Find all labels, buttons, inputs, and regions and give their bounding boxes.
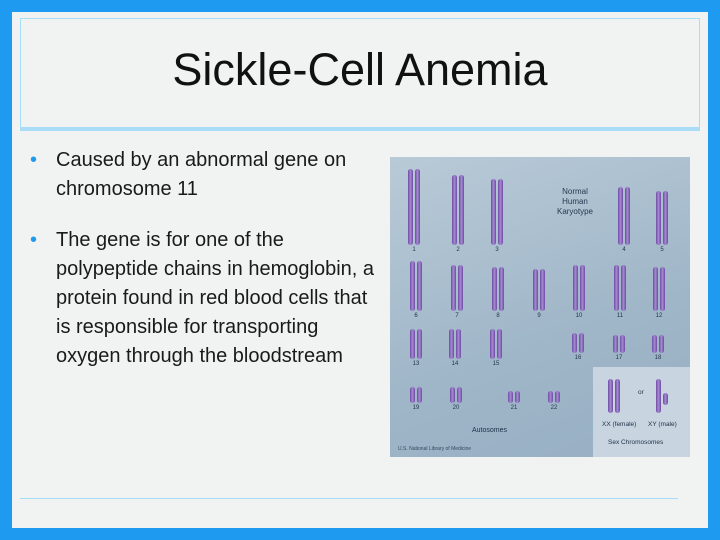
sex-chromosome: [663, 393, 668, 405]
chromosome: [491, 179, 496, 245]
chromosome: [614, 265, 619, 311]
chromosome: [458, 265, 463, 311]
chromosome: [573, 265, 578, 311]
chromosome-number: 3: [495, 247, 499, 253]
title-band: [20, 18, 700, 128]
chromosome-number: 22: [550, 405, 558, 411]
xx-label: XX (female): [602, 421, 637, 428]
chromosome: [456, 329, 461, 359]
bullet-text: Caused by an abnormal gene on chromosome…: [56, 149, 347, 200]
chromosome: [451, 265, 456, 311]
chromosome: [620, 335, 625, 353]
chromosome: [621, 265, 626, 311]
sex-chromosome: [656, 379, 661, 413]
chromosome-number: 6: [414, 313, 418, 319]
bottom-divider: [20, 498, 678, 499]
karyotype-title-line: Normal: [562, 187, 588, 196]
chromosome: [652, 335, 657, 353]
chromosome: [515, 391, 520, 403]
chromosome: [548, 391, 553, 403]
karyotype-title: Normal Human Karyotype: [540, 187, 610, 217]
chromosome: [410, 329, 415, 359]
chromosome: [417, 387, 422, 403]
chromosome: [417, 261, 422, 311]
karyotype-title-line: Human: [562, 197, 588, 206]
xy-label: XY (male): [648, 421, 677, 428]
chromosome-number: 15: [492, 361, 500, 367]
chromosome-number: 17: [615, 355, 623, 361]
chromosome: [659, 335, 664, 353]
sex-chromosome: [615, 379, 620, 413]
sex-chromosome: [608, 379, 613, 413]
chromosome: [508, 391, 513, 403]
chromosome: [415, 169, 420, 245]
sex-chromosomes-label: Sex Chromosomes: [608, 439, 664, 446]
chromosome: [498, 179, 503, 245]
bullet-item: • The gene is for one of the polypeptide…: [30, 226, 382, 371]
chromosome: [449, 329, 454, 359]
chromosome-number: 7: [455, 313, 459, 319]
chromosome-number: 10: [575, 313, 583, 319]
title-divider: [20, 127, 700, 131]
autosomes-label: Autosomes: [472, 427, 508, 434]
chromosome: [410, 387, 415, 403]
chromosome: [408, 169, 413, 245]
bullet-dot-icon: •: [30, 229, 38, 251]
chromosome-number: 2: [456, 247, 460, 253]
chromosome: [660, 267, 665, 311]
chromosome: [653, 267, 658, 311]
chromosome: [656, 191, 661, 245]
chromosome-number: 8: [496, 313, 500, 319]
chromosome: [450, 387, 455, 403]
bullet-item: • Caused by an abnormal gene on chromoso…: [30, 146, 382, 204]
chromosome: [625, 187, 630, 245]
chromosome: [613, 335, 618, 353]
chromosome: [580, 265, 585, 311]
chromosome-number: 12: [655, 313, 663, 319]
chromosome: [499, 267, 504, 311]
karyotype-image: Normal Human Karyotype or XX (female) XY…: [390, 157, 690, 457]
chromosome-number: 13: [412, 361, 420, 367]
bullet-dot-icon: •: [30, 149, 38, 171]
chromosome: [555, 391, 560, 403]
chromosome-number: 19: [412, 405, 420, 411]
chromosome: [492, 267, 497, 311]
chromosome-number: 5: [660, 247, 664, 253]
chromosome-number: 11: [616, 313, 624, 319]
image-credit: U.S. National Library of Medicine: [398, 446, 472, 452]
chromosome: [497, 329, 502, 359]
or-label: or: [638, 389, 644, 396]
chromosome: [459, 175, 464, 245]
chromosome-number: 16: [574, 355, 582, 361]
chromosome: [618, 187, 623, 245]
slide-title: Sickle-Cell Anemia: [172, 44, 548, 95]
chromosome: [663, 191, 668, 245]
chromosome: [540, 269, 545, 311]
chromosome-number: 14: [451, 361, 459, 367]
chromosome-number: 20: [452, 405, 460, 411]
chromosome-number: 21: [510, 405, 518, 411]
karyotype-title-line: Karyotype: [556, 207, 594, 216]
bullet-list: • Caused by an abnormal gene on chromoso…: [30, 146, 382, 393]
bullet-text: The gene is for one of the polypeptide c…: [56, 229, 374, 367]
chromosome: [579, 333, 584, 353]
chromosome: [452, 175, 457, 245]
chromosome: [457, 387, 462, 403]
chromosome-number: 4: [622, 247, 626, 253]
chromosome: [417, 329, 422, 359]
chromosome-number: 18: [654, 355, 662, 361]
chromosome: [490, 329, 495, 359]
chromosome: [572, 333, 577, 353]
chromosome: [410, 261, 415, 311]
chromosome: [533, 269, 538, 311]
chromosome-number: 1: [412, 247, 416, 253]
chromosome-number: 9: [537, 313, 541, 319]
